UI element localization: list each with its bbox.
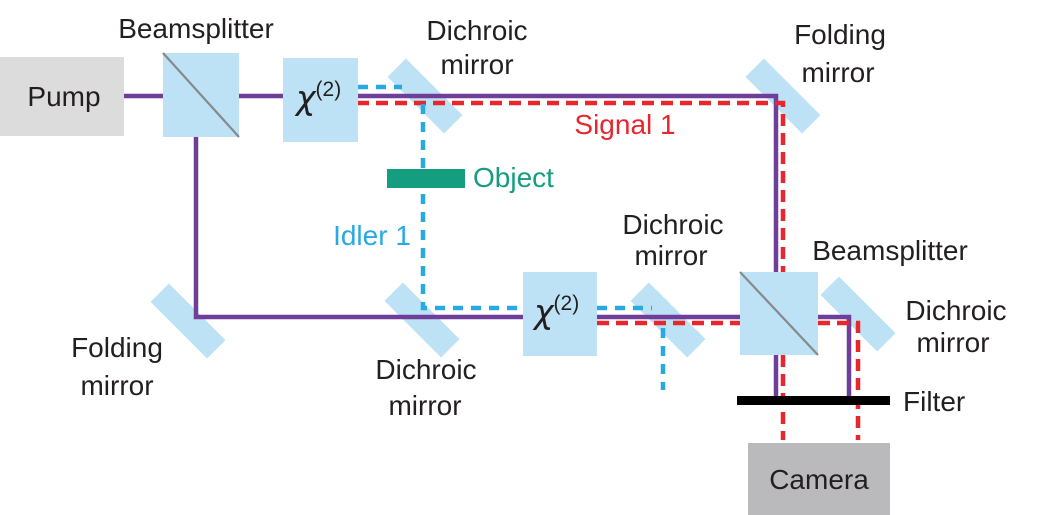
dichroic-mirror-4-label: Dichroic mirror [905,295,1006,358]
nonlinear-crystal-1: χ(2) [283,58,358,142]
crystal-1-label: χ(2) [294,78,341,117]
folding-mirror-bottom-left [150,283,226,359]
beamsplitter-2-diagonal [739,271,819,356]
dichroic-mirror-3-label-line2: mirror [634,240,707,271]
nonlinear-crystal-2: χ(2) [523,272,597,356]
dichroic-mirror-3-label-line1: Dichroic [622,209,723,240]
folding-mirror-top-right-label: Folding mirror [794,19,886,88]
idler1-through-object [420,104,523,311]
pump-beam-top-arm [356,93,779,272]
folding-mirror-bl-label-line1: Folding [71,332,163,363]
crystal-2-body [523,272,597,356]
folding-mirror-tr-label-line1: Folding [794,19,886,50]
dichroic-mirror-4 [820,276,896,352]
folding-mirror-bl-label-line2: mirror [80,370,153,401]
dichroic-mirror-2-label-line2: mirror [388,390,461,421]
dichroic-mirror-4-label-line1: Dichroic [905,295,1006,326]
camera-box [748,443,890,515]
idler-1-beam [358,84,666,390]
dichroic-mirror-1-label-line1: Dichroic [426,15,527,46]
dichroic-mirror-2 [384,282,460,358]
dichroic-mirror-1-label-line2: mirror [440,49,513,80]
pump-label: Pump [27,81,100,112]
dichroic-mirror-3-label: Dichroic mirror [622,209,723,271]
filter-bar [737,396,890,405]
beamsplitter-1-diagonal [162,52,240,138]
folding-mirror-bottom-left-label: Folding mirror [71,332,163,401]
beamsplitter-1-label: Beamsplitter [118,13,274,44]
crystal-2-label: χ(2) [532,292,579,331]
mirrors [150,58,896,359]
object-bar [387,169,465,188]
dichroic-mirror-1-label: Dichroic mirror [426,15,527,80]
dichroic-mirror-2-label: Dichroic mirror [375,354,476,421]
signal1-top-path [357,100,786,272]
signal2-bs2-right-down [818,320,861,440]
filter-label: Filter [903,386,965,417]
beamsplitter-1 [162,52,240,138]
camera-label: Camera [769,464,869,495]
crystal-1-body [283,58,358,142]
beamsplitter-2 [739,271,819,356]
object-label: Object [473,162,554,193]
dichroic-mirror-2-label-line1: Dichroic [375,354,476,385]
pump-box [0,57,124,136]
pump-beam-bs2-right [818,314,852,396]
dichroic-mirror-3 [630,282,706,358]
idler-1-label: Idler 1 [333,220,411,251]
signal-1-label: Signal 1 [574,109,675,140]
folding-mirror-tr-label-line2: mirror [801,57,874,88]
folding-mirror-top-right [745,58,821,134]
beamsplitter-2-label: Beamsplitter [812,235,968,266]
dichroic-mirror-4-label-line2: mirror [916,327,989,358]
